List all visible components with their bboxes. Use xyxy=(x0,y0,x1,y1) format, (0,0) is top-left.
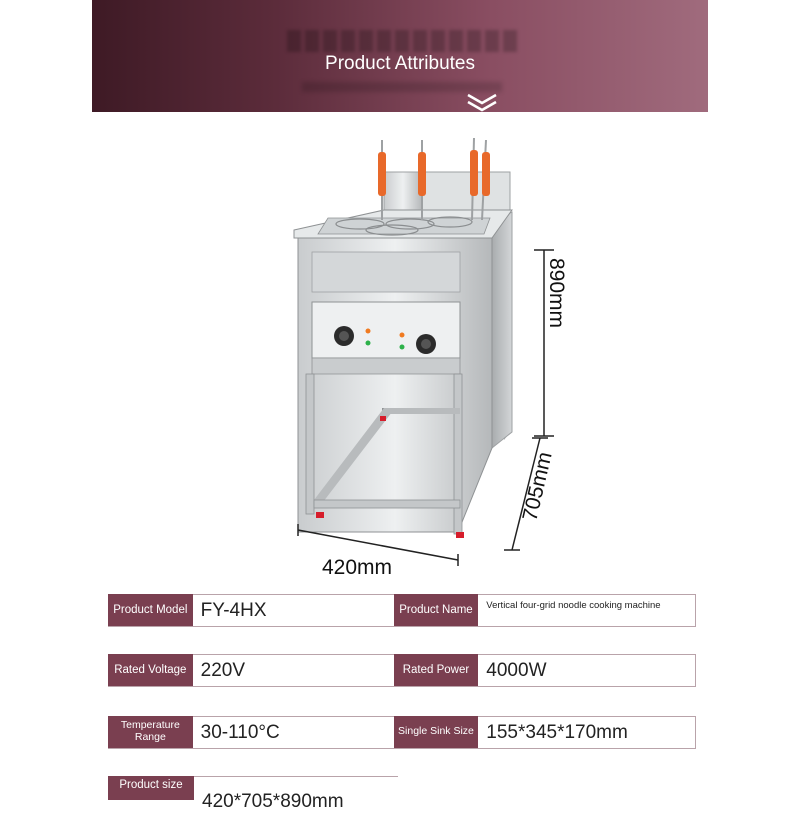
chevron-down-icon xyxy=(467,93,497,112)
height-dimension xyxy=(534,249,554,437)
product-name-label: Product Name xyxy=(393,594,479,626)
banner-watermark xyxy=(287,30,517,52)
spec-row-temperature: Temperature Range 30-110°C Single Sink S… xyxy=(108,716,696,749)
noodle-cooker-illustration: 890mm 705mm 420mm xyxy=(293,137,568,579)
product-photo: 890mm 705mm 420mm xyxy=(92,112,708,584)
depth-dimension xyxy=(504,437,548,551)
header-banner: Product Attributes xyxy=(92,0,708,112)
height-label: 890mm xyxy=(545,258,568,328)
width-label: 420mm xyxy=(322,556,392,579)
product-model-value: FY-4HX xyxy=(192,594,394,626)
width-dimension xyxy=(297,524,459,566)
product-model-label: Product Model xyxy=(108,594,193,626)
spec-row-model: Product Model FY-4HX Product Name Vertic… xyxy=(108,594,696,627)
banner-watermark-line xyxy=(302,82,502,92)
rated-power-value: 4000W xyxy=(478,654,696,686)
page-title: Product Attributes xyxy=(325,53,475,74)
spec-row-electrical: Rated Voltage 220V Rated Power 4000W xyxy=(108,654,696,687)
temperature-range-value: 30-110°C xyxy=(192,716,394,748)
spec-row-size: Product size 420*705*890mm xyxy=(108,776,696,813)
depth-label: 705mm xyxy=(518,450,556,523)
single-sink-size-label: Single Sink Size xyxy=(393,716,479,748)
product-size-value: 420*705*890mm xyxy=(194,776,398,813)
temperature-range-label: Temperature Range xyxy=(108,716,193,748)
single-sink-size-value: 155*345*170mm xyxy=(478,716,696,748)
rated-power-label: Rated Power xyxy=(393,654,479,686)
product-name-value: Vertical four-grid noodle cooking machin… xyxy=(478,594,696,626)
basket-handles xyxy=(378,137,490,221)
rated-voltage-label: Rated Voltage xyxy=(108,654,193,686)
product-size-label: Product size xyxy=(108,776,194,800)
rated-voltage-value: 220V xyxy=(192,654,394,686)
